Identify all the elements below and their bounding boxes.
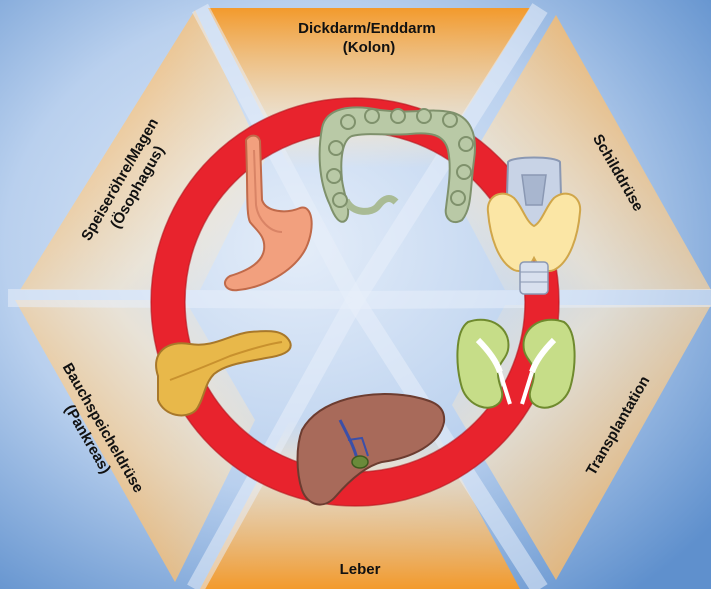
segment-bottom-label: Leber: [340, 561, 381, 578]
